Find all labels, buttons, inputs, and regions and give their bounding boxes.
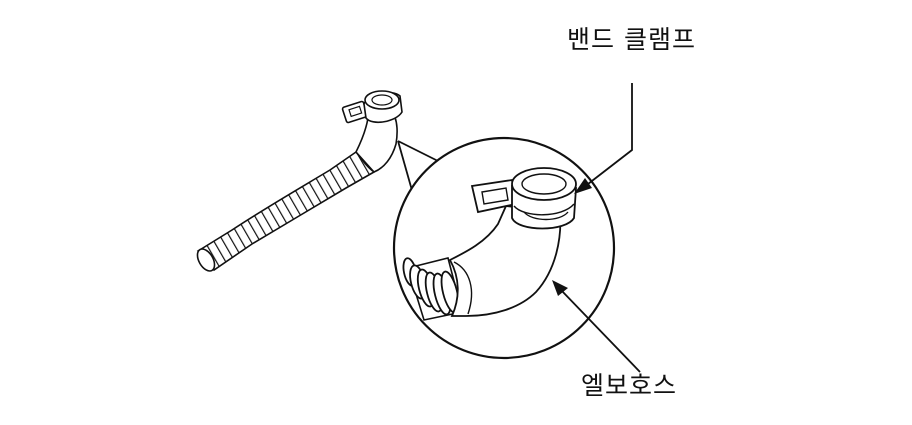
band-clamp-closeup — [470, 167, 577, 230]
band-clamp-overview — [341, 90, 403, 124]
elbow-hose-inner-edge — [453, 261, 473, 315]
elbow-overview — [355, 107, 398, 173]
corrugated-hose-overview — [196, 90, 403, 272]
corrugated-hose-body — [196, 150, 376, 272]
magnified-detail — [402, 167, 577, 321]
elbow-hose-closeup — [448, 205, 562, 317]
band-clamp-leader — [574, 83, 633, 194]
band-clamp-label: 밴드 클램프 — [567, 25, 696, 54]
elbow-hose-label: 엘보호스 — [581, 371, 678, 400]
elbow-overview-joint — [355, 151, 375, 173]
elbow-hose-leader — [552, 280, 641, 373]
hose-open-end — [196, 248, 216, 272]
